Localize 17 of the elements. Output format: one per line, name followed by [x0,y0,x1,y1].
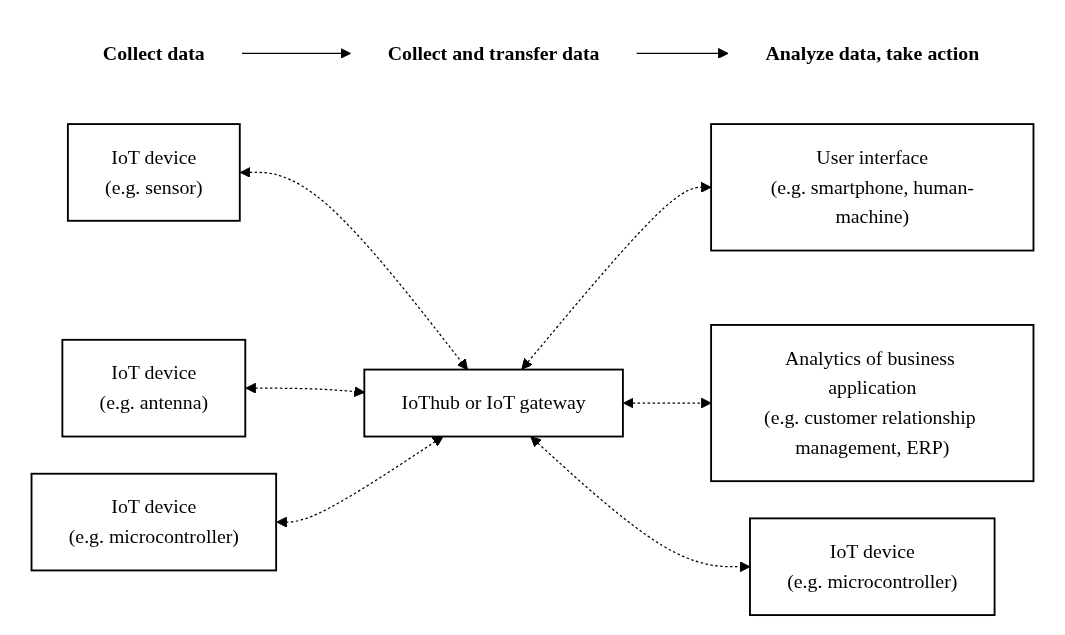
node-box: IoT device (e.g. microcontroller) [749,517,996,616]
node-box: IoThub or IoT gateway [363,368,624,438]
arrow [241,47,352,59]
arrow [622,397,712,409]
node-box: IoT device (e.g. microcontroller) [30,472,278,572]
arrow [276,436,444,528]
node-text: Analyze data, take action [765,42,980,64]
arrow [245,382,365,397]
node-box: Analytics of business application (e.g. customer relationship management, ERP) [710,324,1035,483]
node-text: Collect and transfer data [387,42,600,64]
node-box: IoT device (e.g. sensor) [66,123,241,222]
node-text: Collect data [102,42,205,64]
arrow [521,181,712,370]
node-box: IoT device (e.g. antenna) [61,338,247,438]
arrow [239,166,468,371]
node-box: User interface (e.g. smartphone, human-machine) [710,123,1035,252]
arrow [636,47,729,59]
